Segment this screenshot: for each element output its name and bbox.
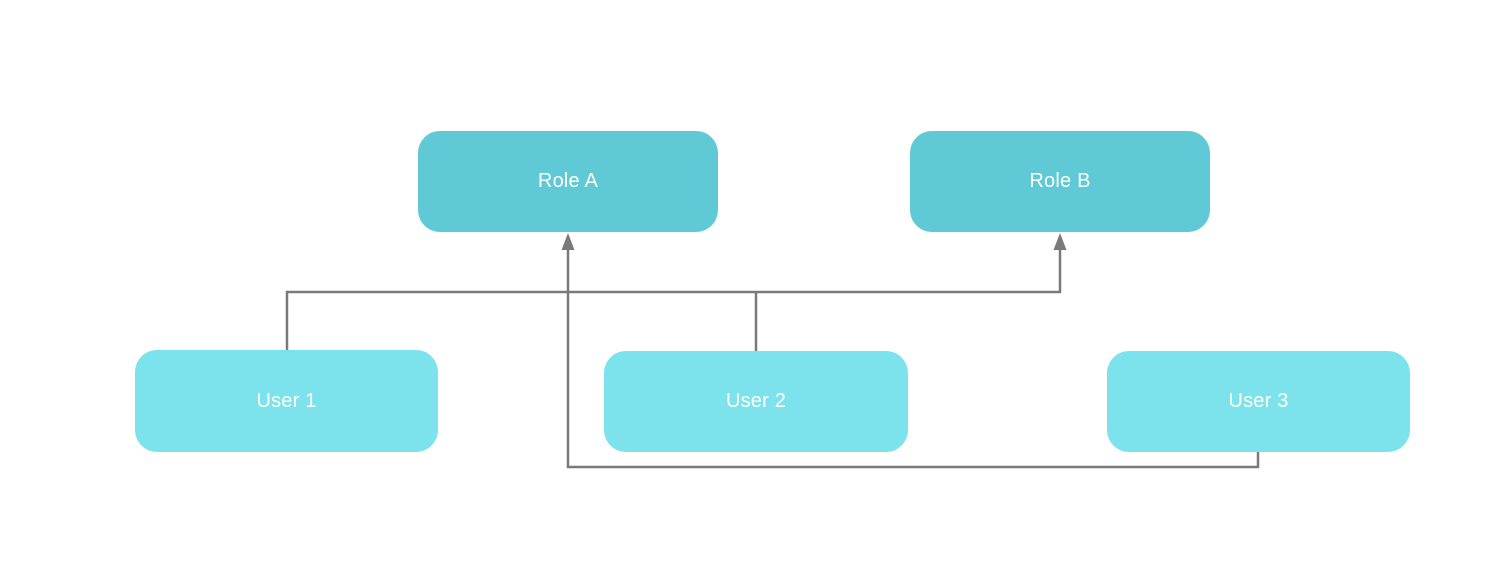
arrowhead-up-icon[interactable] bbox=[561, 233, 575, 250]
arrowhead-up-icon[interactable] bbox=[1053, 233, 1067, 250]
node-user-1[interactable]: User 1 bbox=[135, 350, 438, 452]
node-role-a[interactable]: Role A bbox=[418, 131, 718, 232]
node-user-1-label: User 1 bbox=[256, 389, 317, 412]
node-user-2-label: User 2 bbox=[725, 390, 787, 412]
node-user-3[interactable]: User 3 bbox=[1107, 351, 1410, 452]
node-role-b-label: Role B bbox=[1029, 170, 1091, 192]
node-user-3-label: User 3 bbox=[1228, 390, 1289, 412]
connector-user1-to-roleb[interactable] bbox=[285, 249, 1062, 350]
node-user-2[interactable]: User 2 bbox=[604, 351, 908, 452]
connector-user3-to-rolea[interactable] bbox=[566, 249, 1260, 469]
node-role-a-label: Role A bbox=[537, 170, 599, 192]
node-role-b[interactable]: Role B bbox=[910, 131, 1210, 232]
